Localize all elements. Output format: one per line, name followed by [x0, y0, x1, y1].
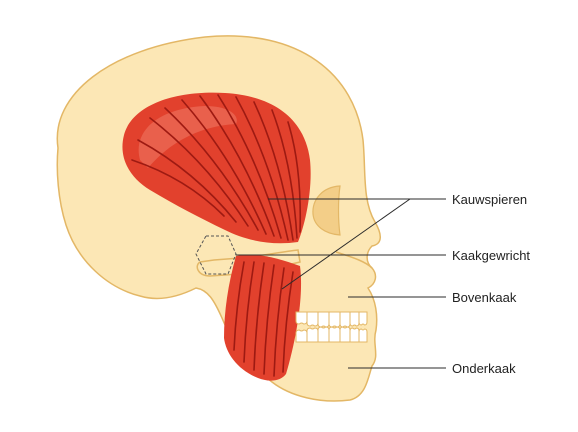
cheek-contour — [335, 251, 373, 269]
label-jaw-joint: Kaakgewricht — [452, 248, 531, 263]
eye-socket — [312, 185, 341, 236]
masseter-fiber — [253, 262, 265, 371]
masseter-fiber — [263, 264, 275, 375]
leader-lines — [236, 198, 446, 369]
leader-masseter-lower — [281, 198, 411, 290]
temporalis-fiber — [253, 101, 294, 241]
lower-teeth — [295, 326, 368, 343]
tooth — [306, 327, 319, 343]
temporalis-fiber — [235, 96, 289, 241]
tooth — [339, 311, 351, 328]
tooth — [349, 327, 360, 343]
temporalis-fiber — [164, 107, 259, 231]
tooth — [339, 326, 351, 343]
tooth — [328, 326, 341, 343]
tooth — [349, 311, 360, 327]
tooth — [328, 311, 341, 328]
label-masseter: Kauwspieren — [452, 192, 528, 207]
tooth — [295, 311, 308, 325]
temporalis-fiber — [271, 109, 298, 239]
tooth — [295, 329, 308, 343]
label-upper-jaw: Bovenkaak — [452, 290, 517, 305]
tooth — [306, 311, 319, 327]
upper-teeth — [295, 311, 368, 328]
temporalis-fiber — [181, 99, 267, 235]
masseter-fiber — [243, 261, 255, 363]
temporalis-fiber — [137, 139, 237, 223]
jaw-joint-outline — [195, 235, 237, 275]
tooth — [317, 326, 330, 343]
tooth — [358, 328, 368, 343]
tooth — [317, 311, 330, 328]
temporalis-fiber — [217, 94, 282, 239]
tooth — [358, 311, 368, 326]
label-lower-jaw: Onderkaak — [452, 361, 516, 376]
masseter-fiber — [233, 261, 245, 351]
temporalis-fiber — [287, 121, 302, 233]
temporalis-highlight — [138, 106, 237, 168]
temporalis-fiber — [199, 95, 275, 237]
masseter-fiber — [273, 267, 285, 377]
temporalis-fibers — [131, 94, 302, 241]
temporalis-fiber — [149, 117, 249, 227]
temporalis-fiber — [131, 159, 225, 217]
